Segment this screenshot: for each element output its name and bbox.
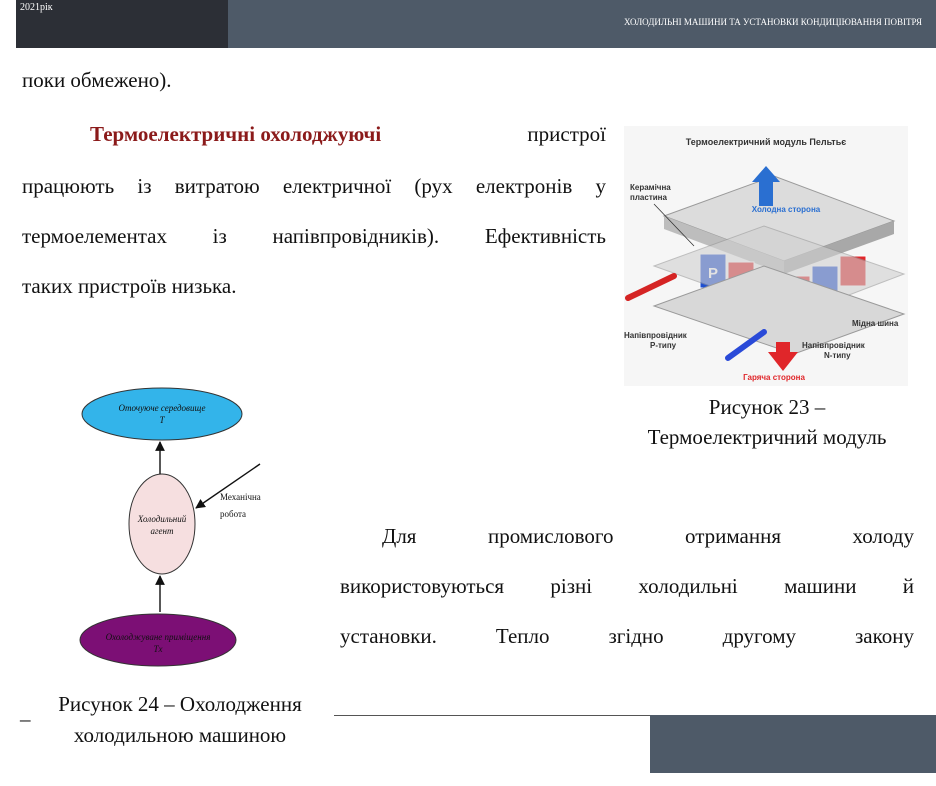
figure-24-caption-line-2: холодильною машиною (73, 723, 287, 747)
header-title: ХОЛОДИЛЬНІ МАШИНИ ТА УСТАНОВКИ КОНДИЦІЮВ… (623, 17, 922, 27)
paragraph-2-line-1: Для промислового отримання холоду (382, 524, 914, 548)
fig23-copper-label: Мідна шина (852, 319, 899, 328)
fig24-bottom-label-1: Охолоджуване приміщення (106, 632, 211, 642)
paragraph-1-line-2: працюють із витратою електричної (рух ел… (22, 174, 606, 198)
fig23-title: Термоелектричний модуль Пельтьє (686, 137, 847, 147)
paragraph-2-line-3: установки. Тепло згідно другому закону (340, 624, 914, 648)
ellipse-environment (81, 387, 243, 441)
cold-arrow-icon (752, 166, 780, 206)
figure-23-caption-line-2: Термоелектричний модуль (647, 425, 887, 449)
paragraph-1-line-3: термоелементах із напівпровідників). Ефе… (22, 224, 606, 248)
figure-23-peltier-module: Термоелектричний модуль Пельтьє Холодна … (624, 126, 908, 386)
fig24-bottom-label-2: Tх (154, 644, 163, 654)
fig24-work-label-1: Механічна (220, 492, 261, 502)
ellipse-refrigerant (128, 473, 196, 575)
fig23-n-label-2: N-типу (824, 351, 851, 360)
fig23-hot-label: Гаряча сторона (743, 373, 805, 382)
fig23-cold-label: Холодна сторона (752, 205, 821, 214)
header-year: 2021рік (20, 2, 53, 13)
header-year-block: 2021рік (16, 0, 228, 48)
figure-24-refrigeration-diagram: Оточуюче середовище T Холодильний агент … (79, 387, 261, 667)
fig24-mid-label-2: агент (151, 526, 174, 536)
paragraph-1-accent: Термоелектричні охолоджуючі (90, 122, 382, 146)
header-title-block: ХОЛОДИЛЬНІ МАШИНИ ТА УСТАНОВКИ КОНДИЦІЮВ… (228, 0, 936, 48)
fig23-p-label-1: Напівпровідник (624, 331, 688, 340)
text-line-0: поки обмежено). (22, 68, 172, 92)
footer-rule (334, 715, 650, 716)
figure-23-caption-line-1: Рисунок 23 – (708, 395, 826, 419)
paragraph-2-line-2: використовуються різні холодильні машини… (340, 574, 914, 598)
fig23-ceramic-label-2: пластина (630, 193, 667, 202)
caption-dash: _ (20, 700, 31, 724)
ellipse-cooled-room (79, 613, 237, 667)
figure-24-caption-line-1: Рисунок 24 – Охолодження (58, 692, 302, 716)
fig24-mid-label-1: Холодильний (137, 514, 187, 524)
fig23-n-label-1: Напівпровідник (802, 341, 866, 350)
fig24-work-label-2: робота (220, 509, 246, 519)
fig24-top-label-2: T (159, 415, 165, 425)
fig23-p-label-2: P-типу (650, 341, 677, 350)
fig24-top-label-1: Оточуюче середовище (119, 403, 206, 413)
footer-block (650, 715, 936, 773)
hot-arrow-icon (768, 342, 798, 371)
paragraph-1-rest: пристрої (527, 122, 606, 146)
fig23-ceramic-label-1: Керамічна (630, 183, 671, 192)
paragraph-1-line-4: таких пристроїв низька. (22, 274, 237, 298)
